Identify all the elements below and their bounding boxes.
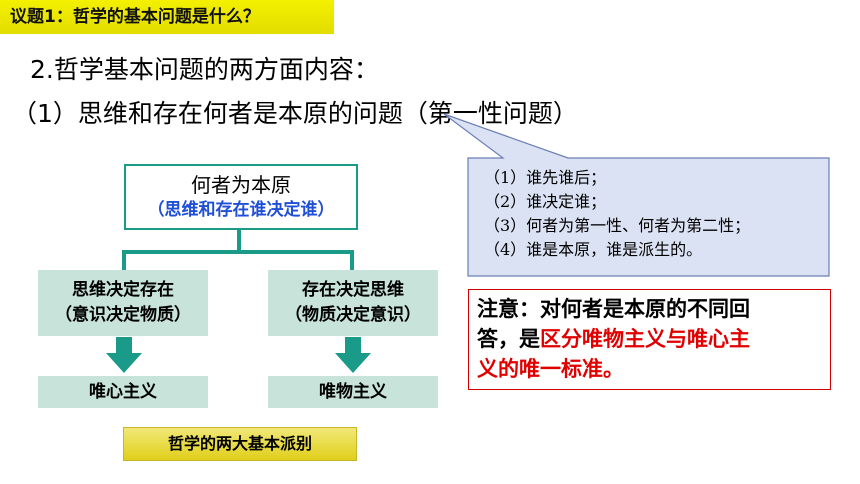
root-node: 何者为本原 （思维和存在谁决定谁） (124, 164, 358, 230)
root-subtitle: （思维和存在谁决定谁） (147, 200, 335, 220)
right-branch-node: 存在决定思维 （物质决定意识） (268, 270, 438, 336)
left-branch-line1: 思维决定存在 (72, 280, 174, 300)
right-result-node: 唯物主义 (268, 376, 438, 408)
subsection-heading: （1）思维和存在何者是本原的问题（第一性问题） (12, 99, 578, 128)
left-branch-line2: （意识决定物质） (55, 305, 191, 325)
note-box: 注意：对何者是本原的不同回 答，是区分唯物主义与唯心主 义的唯一标准。 (468, 289, 831, 390)
callout-list: （1）谁先谁后； （2）谁决定谁； （3）何者为第一性、何者为第二性； （4）谁… (484, 166, 830, 262)
callout-item: （4）谁是本原，谁是派生的。 (484, 240, 703, 259)
note-line-2-plain: 答，是 (477, 327, 540, 351)
connector-horizontal (122, 250, 354, 254)
callout-item: （2）谁决定谁； (484, 192, 607, 211)
left-result-node: 唯心主义 (38, 376, 208, 408)
left-branch-node: 思维决定存在 （意识决定物质） (38, 270, 208, 336)
down-arrow-icon (335, 337, 371, 373)
right-branch-line2: （物质决定意识） (285, 305, 421, 325)
note-line-3-end: 。 (603, 357, 624, 381)
note-line-3-highlight: 义的唯一标准 (477, 357, 603, 381)
note-line-3: 义的唯一标准。 (477, 354, 822, 384)
root-title: 何者为本原 (191, 173, 291, 197)
callout-item: （3）何者为第一性、何者为第二性； (484, 216, 751, 235)
note-line-2-highlight: 区分唯物主义与唯心主 (540, 327, 750, 351)
connector-right-drop (350, 250, 354, 270)
callout-item: （1）谁先谁后； (484, 168, 607, 187)
connector-left-drop (122, 250, 126, 270)
connector-vertical (237, 230, 241, 252)
topic-banner: 议题1：哲学的基本问题是什么？ (0, 0, 334, 34)
note-line-2: 答，是区分唯物主义与唯心主 (477, 324, 822, 354)
down-arrow-icon (106, 337, 142, 373)
right-branch-line1: 存在决定思维 (302, 280, 404, 300)
diagram-footer-label: 哲学的两大基本派别 (123, 427, 357, 461)
note-line-1: 注意：对何者是本原的不同回 (477, 297, 750, 321)
section-heading: 2.哲学基本问题的两方面内容： (30, 55, 379, 84)
